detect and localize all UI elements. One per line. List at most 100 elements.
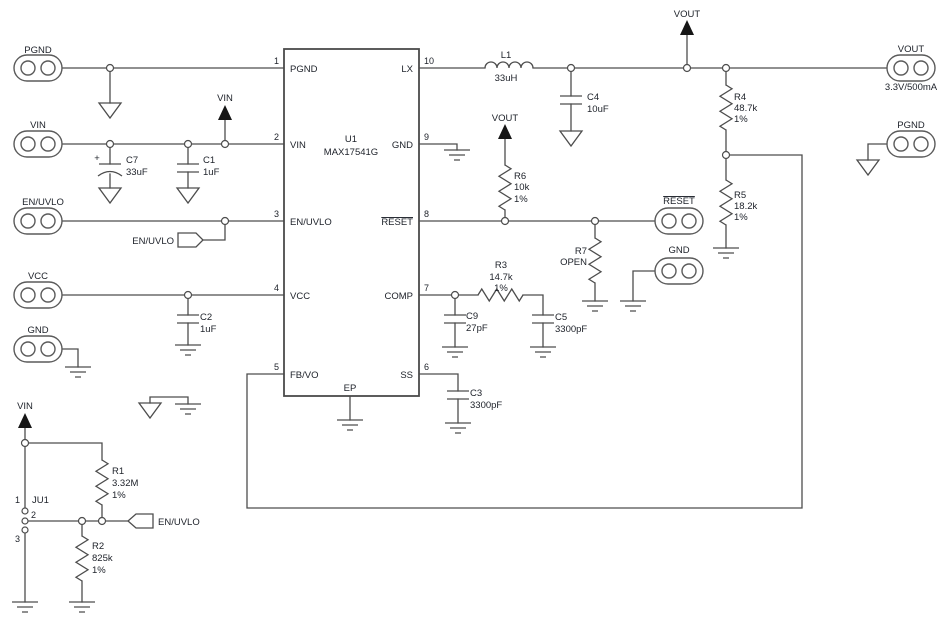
pin-name-ss: SS bbox=[400, 370, 413, 381]
capacitor-c2[interactable]: C2 1uF bbox=[177, 312, 217, 335]
power-net-labels: VIN VOUT VOUT VIN bbox=[17, 9, 700, 412]
tie-triangle-ground-icon bbox=[138, 402, 162, 419]
net-tag-enuvlo-mid[interactable]: EN/UVLO bbox=[132, 232, 204, 248]
net-label-vout-lx: VOUT bbox=[674, 9, 701, 20]
component-value: 33uH bbox=[495, 73, 518, 84]
connector-vcc-left[interactable]: VCC bbox=[13, 271, 63, 309]
connector-reset-right[interactable]: RESET bbox=[654, 196, 704, 235]
component-ref: R6 bbox=[514, 171, 526, 182]
jumper-ju1[interactable]: 1 JU1 2 3 bbox=[15, 495, 49, 544]
inductor-l1[interactable]: L1 33uH bbox=[484, 50, 534, 84]
component-ref: C4 bbox=[587, 92, 599, 103]
jumper-ref: JU1 bbox=[32, 495, 49, 506]
capacitor-c3[interactable]: C3 3300pF bbox=[447, 388, 502, 411]
pgnd-right-triangle-ground-icon bbox=[856, 159, 880, 176]
net-label-vin-bottom: VIN bbox=[17, 401, 33, 412]
pin-num-4: 4 bbox=[274, 283, 279, 293]
component-value: 10k bbox=[514, 182, 530, 193]
pin-num-8: 8 bbox=[424, 209, 429, 219]
component-value: 825k bbox=[92, 553, 113, 564]
component-tolerance: 1% bbox=[734, 114, 748, 125]
capacitor-c7[interactable]: + C7 33uF bbox=[94, 153, 148, 178]
ic-u1[interactable]: U1 MAX17541G EP PGND VIN EN/UVLO VCC FB/… bbox=[274, 48, 434, 397]
pin-name-fbvo: FB/VO bbox=[290, 370, 319, 381]
ic-ref: U1 bbox=[345, 134, 357, 145]
polarity-plus-icon: + bbox=[94, 153, 100, 164]
pin-name-lx: LX bbox=[401, 64, 413, 75]
pin-name-gnd: GND bbox=[392, 140, 413, 151]
pin-num-2: 2 bbox=[274, 132, 279, 142]
capacitor-c1[interactable]: C1 1uF bbox=[177, 155, 220, 178]
resistor-r6[interactable]: R6 10k 1% bbox=[497, 164, 530, 211]
c9-earth-ground-icon bbox=[441, 346, 469, 358]
net-tag-enuvlo-bottom[interactable]: EN/UVLO bbox=[127, 513, 200, 529]
connector-vout-right[interactable]: VOUT 3.3V/500mA bbox=[885, 44, 938, 93]
component-value: OPEN bbox=[560, 257, 587, 268]
component-ref: C5 bbox=[555, 312, 567, 323]
connector-rating: 3.3V/500mA bbox=[885, 82, 938, 93]
component-ref: L1 bbox=[501, 50, 512, 61]
connector-label: RESET bbox=[663, 196, 695, 207]
pin-name-reset: RESET bbox=[381, 217, 413, 228]
connector-gnd-right[interactable]: GND bbox=[654, 245, 704, 285]
capacitor-c4[interactable]: C4 10uF bbox=[560, 92, 609, 115]
connector-pgnd-right[interactable]: PGND bbox=[886, 120, 936, 158]
ic-ep-label: EP bbox=[344, 383, 357, 394]
ground-symbols bbox=[11, 102, 880, 613]
c5-earth-ground-icon bbox=[529, 346, 557, 358]
resistor-r7[interactable]: R7 OPEN bbox=[560, 237, 603, 284]
ic-part: MAX17541G bbox=[324, 147, 378, 158]
component-ref: R7 bbox=[575, 246, 587, 257]
vin-bottom-power-arrow-icon bbox=[18, 413, 32, 428]
resistor-r5[interactable]: R5 18.2k 1% bbox=[718, 179, 757, 226]
connector-vin-left[interactable]: VIN bbox=[13, 120, 63, 158]
pin-num-9: 9 bbox=[424, 132, 429, 142]
component-value: 27pF bbox=[466, 323, 488, 334]
resistor-r3[interactable]: R3 14.7k 1% bbox=[477, 260, 524, 303]
vout-r6-power-arrow-icon bbox=[498, 124, 512, 139]
jumper-pin-2: 2 bbox=[31, 510, 36, 520]
wires bbox=[24, 34, 888, 603]
component-ref: C9 bbox=[466, 311, 478, 322]
net-label-vin-top: VIN bbox=[217, 93, 233, 104]
connector-gnd-left[interactable]: GND bbox=[13, 325, 63, 363]
component-value: 33uF bbox=[126, 167, 148, 178]
component-value: 3300pF bbox=[555, 324, 587, 335]
vin-power-arrow-icon bbox=[218, 105, 232, 120]
component-value: 14.7k bbox=[489, 272, 512, 283]
ju1-earth-ground-icon bbox=[11, 601, 39, 613]
connector-label: VCC bbox=[28, 271, 48, 282]
resistor-r4[interactable]: R4 48.7k 1% bbox=[718, 84, 757, 131]
component-ref: R2 bbox=[92, 541, 104, 552]
resistor-r2[interactable]: R2 825k 1% bbox=[74, 535, 113, 582]
connector-label: GND bbox=[27, 325, 48, 336]
capacitor-c9[interactable]: C9 27pF bbox=[444, 311, 488, 334]
component-ref: C2 bbox=[200, 312, 212, 323]
net-tag-label: EN/UVLO bbox=[158, 517, 200, 528]
capacitor-c5[interactable]: C5 3300pF bbox=[532, 312, 587, 335]
c2-earth-ground-icon bbox=[174, 344, 202, 356]
connector-label: VOUT bbox=[898, 44, 925, 55]
pin-name-enuvlo: EN/UVLO bbox=[290, 217, 332, 228]
gnd-right-earth-ground-icon bbox=[619, 300, 647, 312]
pin-name-pgnd: PGND bbox=[290, 64, 318, 75]
jumper-pin-1: 1 bbox=[15, 495, 20, 505]
component-ref: R1 bbox=[112, 466, 124, 477]
component-ref: C7 bbox=[126, 155, 138, 166]
component-value: 18.2k bbox=[734, 201, 757, 212]
connector-pgnd-left[interactable]: PGND bbox=[13, 45, 63, 82]
jumper-pin-3: 3 bbox=[15, 534, 20, 544]
c4-triangle-ground-icon bbox=[559, 130, 583, 147]
gnd-left-earth-ground-icon bbox=[64, 366, 92, 378]
r2-earth-ground-icon bbox=[68, 601, 96, 613]
c3-earth-ground-icon bbox=[444, 422, 472, 434]
pin-num-6: 6 bbox=[424, 362, 429, 372]
component-ref: C1 bbox=[203, 155, 215, 166]
resistor-r1[interactable]: R1 3.32M 1% bbox=[94, 459, 138, 506]
component-value: 1uF bbox=[203, 167, 220, 178]
component-value: 1uF bbox=[200, 324, 217, 335]
connector-enuvlo-left[interactable]: EN/UVLO bbox=[13, 197, 64, 235]
pin9-earth-ground-icon bbox=[443, 149, 471, 161]
pin-num-1: 1 bbox=[274, 56, 279, 66]
